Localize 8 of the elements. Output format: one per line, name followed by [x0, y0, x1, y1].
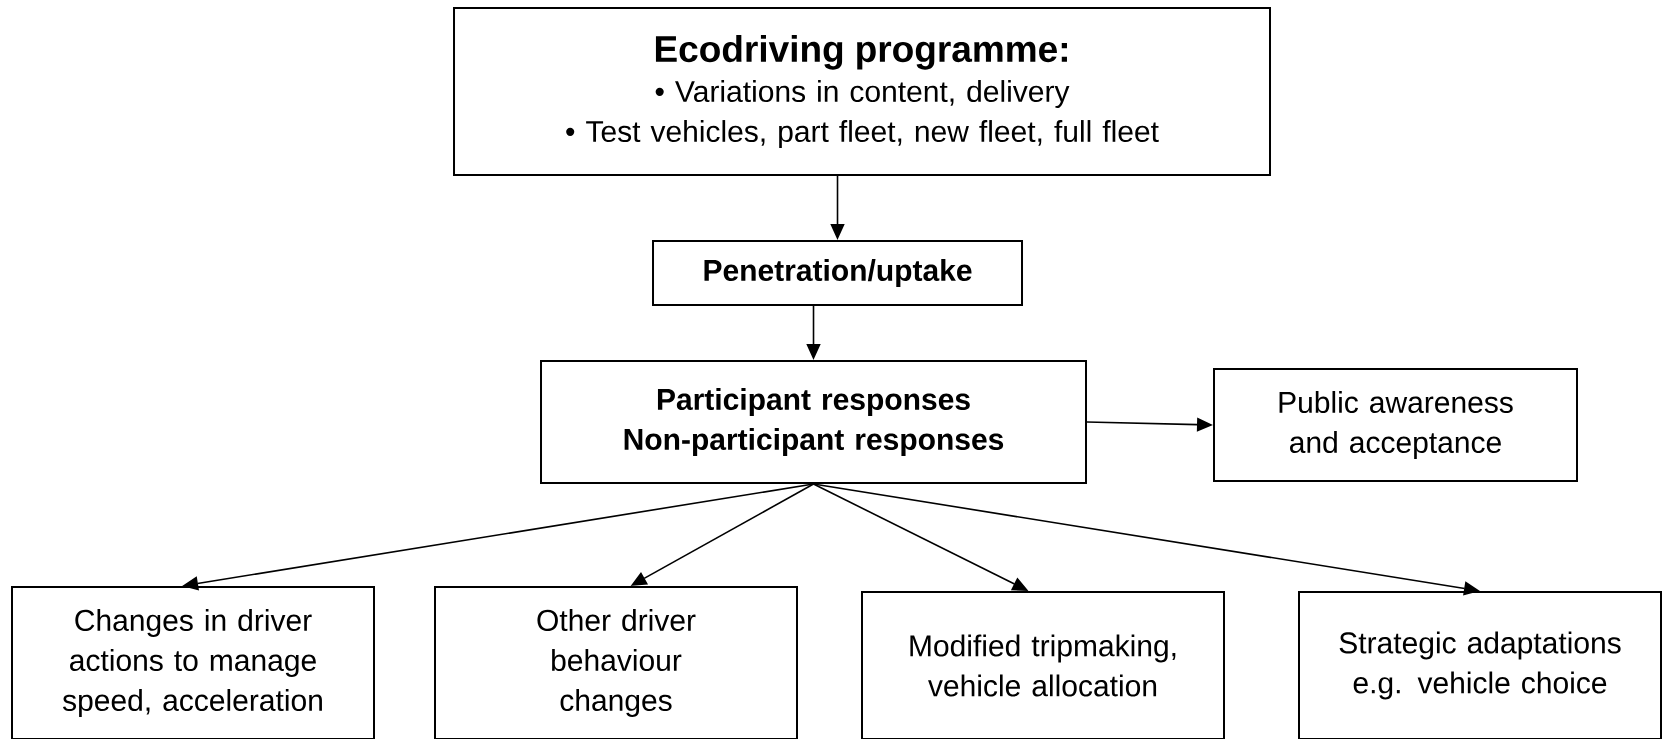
outcome-box: Strategic adaptations e.g. vehicle choice: [1298, 591, 1662, 739]
process-box: Penetration/uptake: [652, 240, 1023, 306]
outcome-box: Public awareness and acceptance: [1213, 368, 1578, 482]
outcome-box: Changes in driver actions to manage speed, acceleration: [11, 586, 375, 739]
programme-box: Ecodriving programme: • Variations in content, delivery • Test vehicles, part fleet, new fleet, full fleet: [453, 7, 1271, 176]
outcome-box: Modified tripmaking, vehicle allocation: [861, 591, 1225, 739]
process-box: Participant responses Non-participant responses: [540, 360, 1087, 484]
outcome-box: Other driver behaviour changes: [434, 586, 798, 739]
